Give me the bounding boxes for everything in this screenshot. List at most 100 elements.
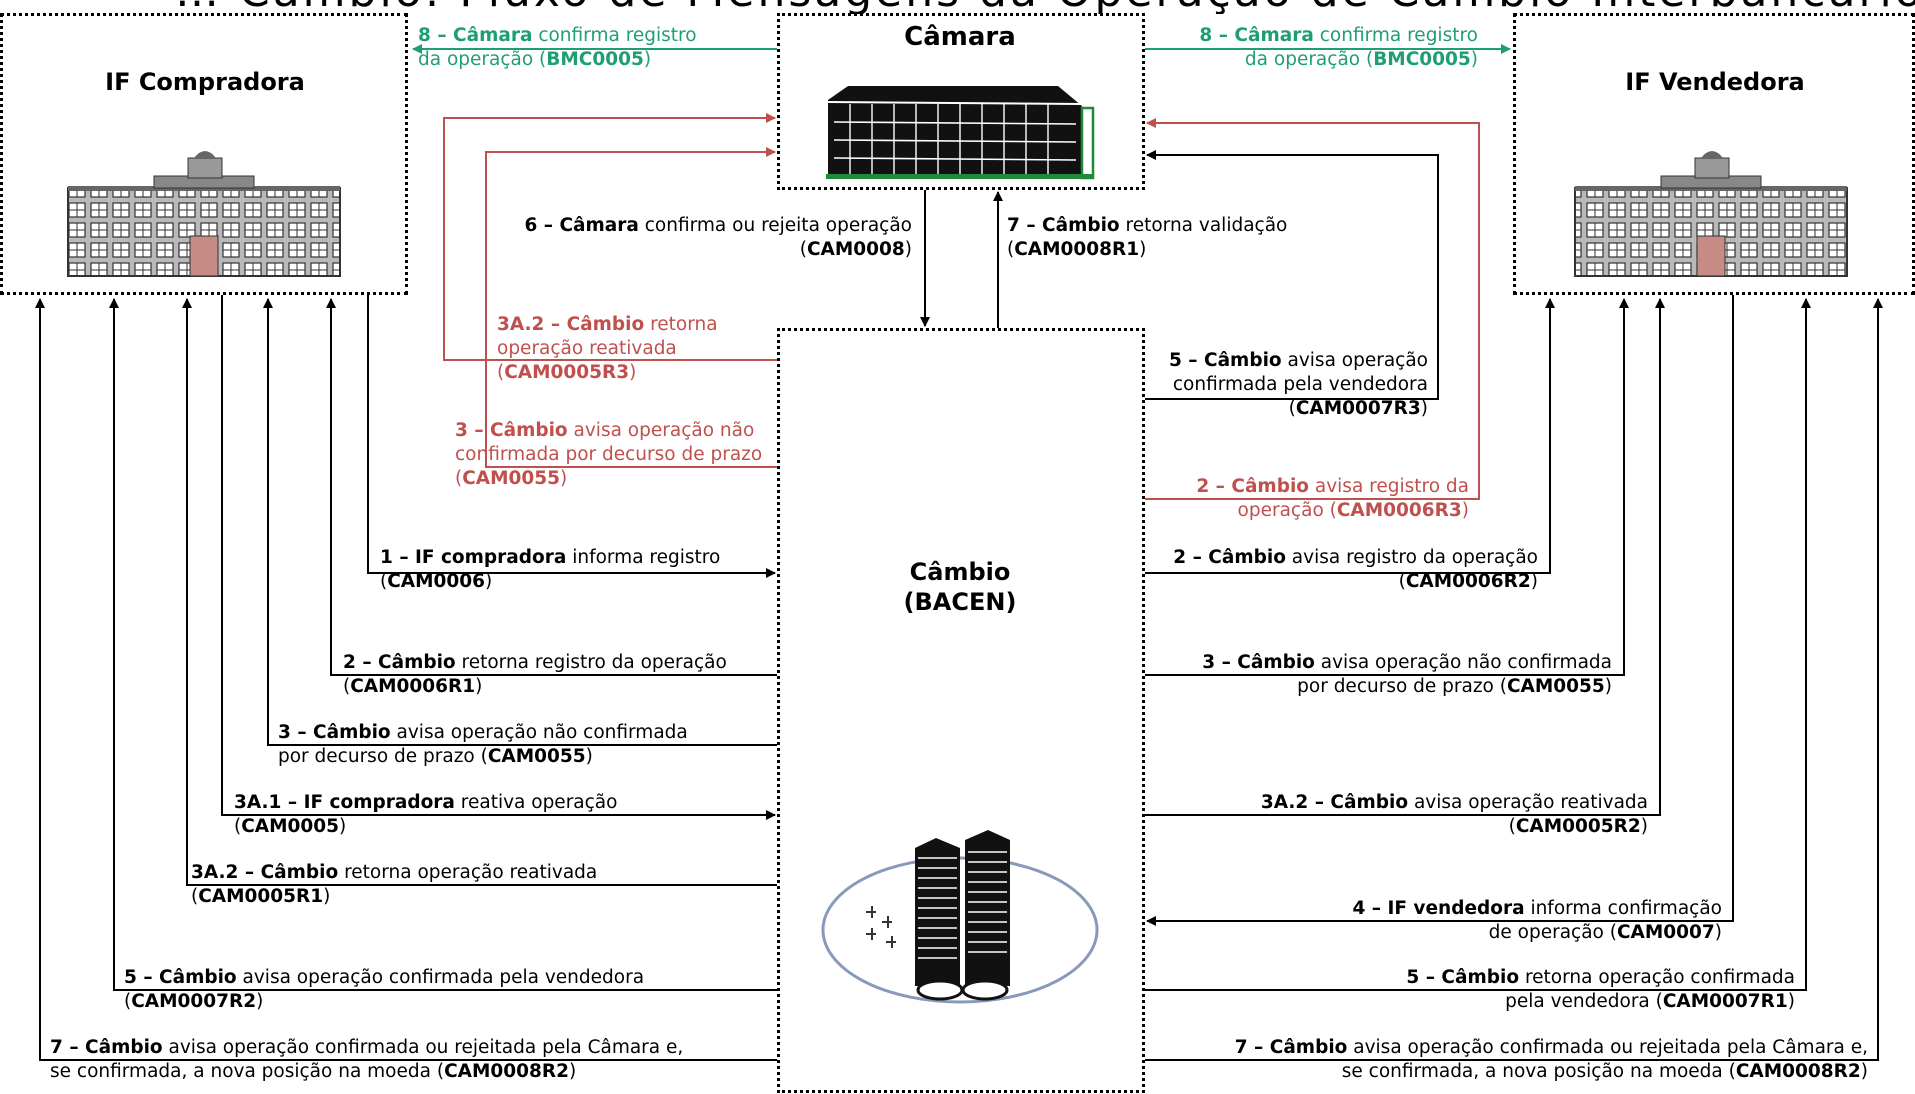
message-text: retorna validação bbox=[1119, 215, 1288, 236]
message-code: CAM0055 bbox=[462, 468, 561, 489]
message-code: CAM0008R1 bbox=[1014, 239, 1140, 260]
message-text: ) bbox=[904, 239, 912, 260]
message-text: ) bbox=[1139, 239, 1147, 260]
message-line: 8 – Câmara confirma registro bbox=[1199, 24, 1478, 48]
message-line: operação reativada bbox=[497, 337, 718, 361]
message-line: da operação (BMC0005) bbox=[418, 48, 697, 72]
message-line: (CAM0006) bbox=[380, 570, 720, 594]
message-text: ( bbox=[455, 468, 463, 489]
message-line: 6 – Câmara confirma ou rejeita operação bbox=[524, 214, 912, 238]
message-code: CAM0005R3 bbox=[504, 362, 630, 383]
message-line: operação (CAM0006R3) bbox=[1196, 499, 1469, 523]
message-line: se confirmada, a nova posição na moeda (… bbox=[1235, 1060, 1868, 1084]
message-line: (CAM0007R2) bbox=[124, 990, 644, 1014]
message-code: CAM0055 bbox=[1506, 676, 1605, 697]
message-text: avisa operação não bbox=[567, 420, 755, 441]
message-code: 1 – IF compradora bbox=[380, 547, 567, 568]
message-text: ) bbox=[475, 676, 483, 697]
message-text: ) bbox=[1714, 922, 1722, 943]
message-text: ) bbox=[643, 49, 652, 70]
message-code: CAM0007R2 bbox=[131, 991, 257, 1012]
message-line: 5 – Câmbio avisa operação bbox=[1169, 349, 1428, 373]
message-line: 2 – Câmbio avisa registro da operação bbox=[1173, 546, 1538, 570]
message-text: se confirmada, a nova posição na moeda ( bbox=[1341, 1061, 1736, 1082]
message-text: da operação ( bbox=[418, 49, 547, 70]
message-text: ( bbox=[191, 886, 199, 907]
message-text: ) bbox=[1420, 398, 1428, 419]
message-text: operação reativada bbox=[497, 338, 677, 359]
message-code: 3 – Câmbio bbox=[1202, 652, 1315, 673]
message-text: avisa operação confirmada ou rejeitada p… bbox=[1347, 1037, 1868, 1058]
message-text: informa registro bbox=[566, 547, 721, 568]
message-code: 3A.2 – Câmbio bbox=[497, 314, 645, 335]
message-text: ( bbox=[343, 676, 351, 697]
message-text: ) bbox=[560, 468, 568, 489]
msg-7-seller: 7 – Câmbio avisa operação confirmada ou … bbox=[1235, 1036, 1868, 1084]
message-text: ) bbox=[1461, 500, 1469, 521]
message-text: avisa operação reativada bbox=[1408, 792, 1648, 813]
message-text: pela vendedora ( bbox=[1505, 991, 1663, 1012]
cambio-title-2: (BACEN) bbox=[903, 588, 1017, 616]
message-line: 8 – Câmara confirma registro bbox=[418, 24, 697, 48]
msg-5-buyer: 5 – Câmbio avisa operação confirmada pel… bbox=[124, 966, 644, 1014]
seller-box bbox=[1513, 13, 1915, 295]
message-text: retorna registro da operação bbox=[455, 652, 727, 673]
message-text: avisa registro da bbox=[1309, 476, 1469, 497]
message-line: pela vendedora (CAM0007R1) bbox=[1406, 990, 1795, 1014]
message-text: informa confirmação bbox=[1524, 898, 1722, 919]
message-code: 2 – Câmbio bbox=[343, 652, 456, 673]
msg-3a1-buyer: 3A.1 – IF compradora reativa operação(CA… bbox=[234, 791, 617, 839]
message-line: 3A.1 – IF compradora reativa operação bbox=[234, 791, 617, 815]
message-code: 5 – Câmbio bbox=[1406, 967, 1520, 988]
message-code: CAM0006 bbox=[387, 571, 486, 592]
msg-1-buyer: 1 – IF compradora informa registro(CAM00… bbox=[380, 546, 720, 594]
message-line: 3A.2 – Câmbio retorna bbox=[497, 313, 718, 337]
message-code: CAM0007 bbox=[1616, 922, 1715, 943]
message-text: ( bbox=[497, 362, 505, 383]
bacen-tower-icon bbox=[821, 830, 1099, 1004]
msg-2-seller: 2 – Câmbio avisa registro da operação(CA… bbox=[1173, 546, 1538, 594]
message-text: ) bbox=[323, 886, 331, 907]
message-line: 3A.2 – Câmbio avisa operação reativada bbox=[1261, 791, 1648, 815]
message-line: 5 – Câmbio avisa operação confirmada pel… bbox=[124, 966, 644, 990]
message-code: CAM0006R1 bbox=[350, 676, 476, 697]
message-text: avisa operação confirmada pela vendedora bbox=[236, 967, 645, 988]
message-line: 3 – Câmbio avisa operação não confirmada bbox=[1202, 651, 1612, 675]
msg-6: 6 – Câmara confirma ou rejeita operação(… bbox=[524, 214, 912, 262]
message-line: (CAM0008) bbox=[524, 238, 912, 262]
message-code: 3 – Câmbio bbox=[278, 722, 391, 743]
message-code: CAM0005R2 bbox=[1515, 816, 1641, 837]
message-text: ( bbox=[1007, 239, 1015, 260]
bank-building-icon bbox=[67, 151, 341, 277]
bank-building-icon bbox=[1574, 151, 1848, 277]
message-code: 7 – Câmbio bbox=[50, 1037, 163, 1058]
message-text: ) bbox=[485, 571, 493, 592]
message-text: avisa registro da operação bbox=[1285, 547, 1538, 568]
message-text: por decurso de prazo ( bbox=[278, 746, 488, 767]
message-code: 7 – Câmbio bbox=[1007, 215, 1120, 236]
message-text: de operação ( bbox=[1488, 922, 1617, 943]
message-text: ) bbox=[1470, 49, 1478, 70]
message-code: CAM0008R2 bbox=[444, 1061, 569, 1082]
message-code: CAM0007R3 bbox=[1295, 398, 1421, 419]
message-code: 6 – Câmara bbox=[524, 215, 639, 236]
message-text: confirma ou rejeita operação bbox=[638, 215, 912, 236]
message-code: CAM0008R2 bbox=[1735, 1061, 1861, 1082]
msg-2-buyer: 2 – Câmbio retorna registro da operação (… bbox=[343, 651, 727, 699]
message-line: 1 – IF compradora informa registro bbox=[380, 546, 720, 570]
message-text: ) bbox=[569, 1061, 577, 1082]
message-line: (CAM0007R3) bbox=[1169, 397, 1428, 421]
msg-3-buyer: 3 – Câmbio avisa operação não confirmada… bbox=[278, 721, 688, 769]
message-line: 7 – Câmbio avisa operação confirmada ou … bbox=[50, 1036, 683, 1060]
message-text: ) bbox=[1860, 1061, 1868, 1082]
message-text: reativa operação bbox=[454, 792, 618, 813]
message-text: confirmada pela vendedora bbox=[1172, 374, 1428, 395]
message-code: CAM0006R2 bbox=[1405, 571, 1531, 592]
